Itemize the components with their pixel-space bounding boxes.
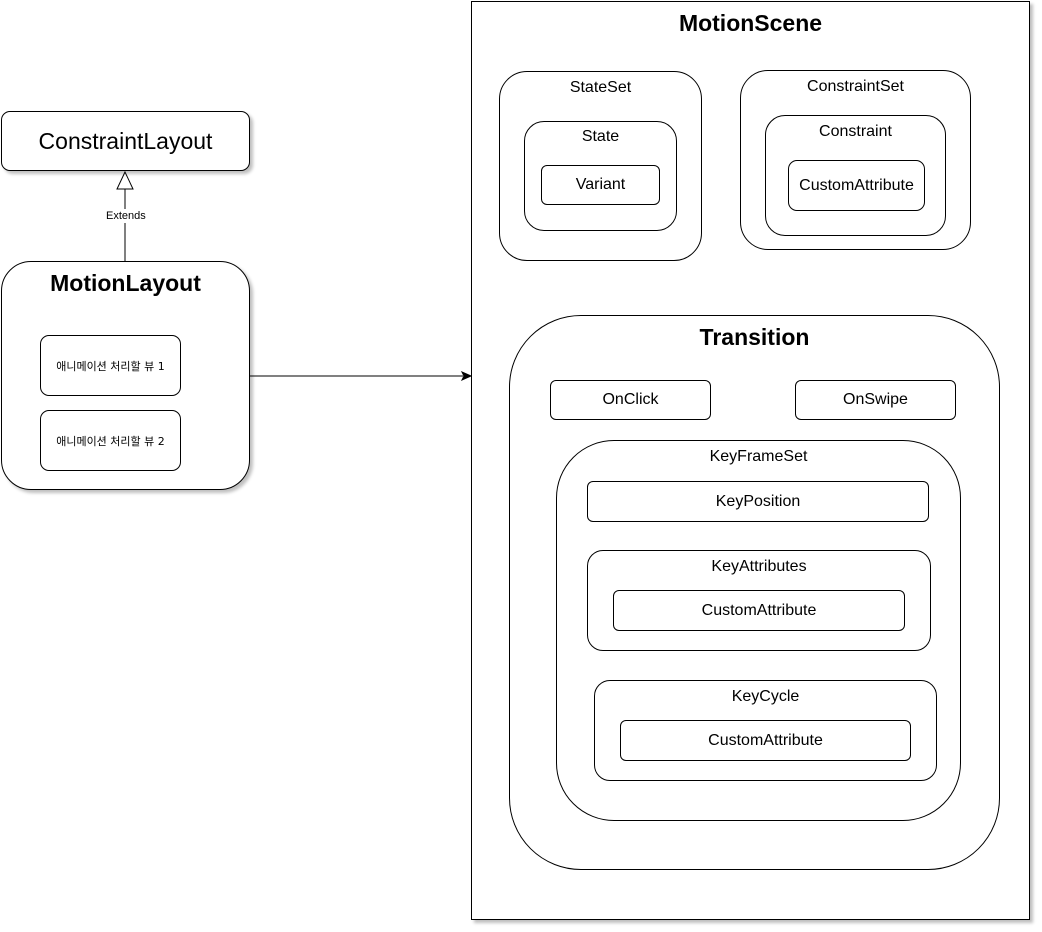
constraint-custom-attribute-box[interactable]: CustomAttribute [788,160,925,211]
variant-box[interactable]: Variant [541,165,660,205]
key-cycle-custom-attribute-label: CustomAttribute [708,731,823,749]
scene-edge-arrowhead [460,370,473,382]
on-swipe-box[interactable]: OnSwipe [795,380,956,420]
state-title: State [581,128,620,145]
constraint-set-title: ConstraintSet [807,78,904,95]
key-attributes-custom-attribute-box[interactable]: CustomAttribute [613,590,905,631]
key-frame-set-title: KeyFrameSet [709,448,808,465]
motion-layout-title: MotionLayout [50,270,201,296]
motion-scene-title: MotionScene [678,10,823,36]
constraint-custom-attribute-label: CustomAttribute [799,176,914,194]
on-click-label: OnClick [602,391,659,408]
key-position-label: KeyPosition [715,492,801,510]
key-position-box[interactable]: KeyPosition [587,481,929,522]
key-cycle-custom-attribute-box[interactable]: CustomAttribute [620,720,911,761]
constraint-layout-title: ConstraintLayout [38,127,213,154]
on-swipe-label: OnSwipe [843,391,908,408]
on-click-box[interactable]: OnClick [550,380,711,420]
animated-view-1-label: 애니메이션 처리할 뷰 1 [56,359,165,373]
variant-label: Variant [575,176,626,193]
animated-view-2-label: 애니메이션 처리할 뷰 2 [56,434,165,448]
animated-view-2[interactable]: 애니메이션 처리할 뷰 2 [40,410,181,471]
animated-view-1[interactable]: 애니메이션 처리할 뷰 1 [40,335,181,396]
key-cycle-title: KeyCycle [731,688,800,705]
key-attributes-custom-attribute-label: CustomAttribute [701,601,817,619]
key-attributes-title: KeyAttributes [711,558,807,575]
extends-arrowhead [116,170,134,190]
extends-edge-label: Extends [105,209,147,223]
state-set-title: StateSet [569,79,632,96]
transition-title: Transition [699,324,810,350]
constraint-title: Constraint [819,123,892,140]
constraint-layout-box[interactable]: ConstraintLayout [1,111,250,171]
